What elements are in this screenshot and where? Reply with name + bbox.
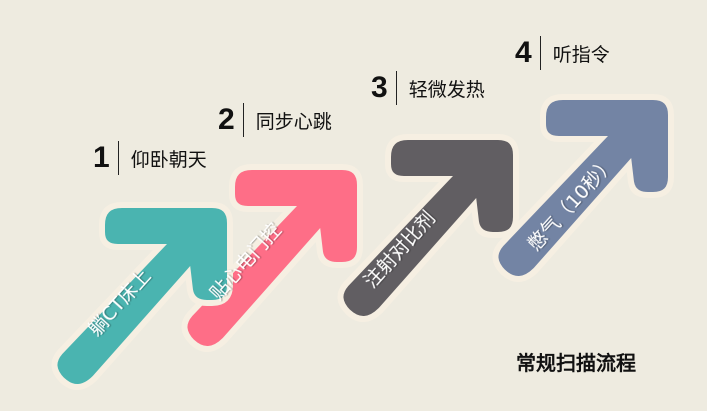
divider: [117, 141, 119, 175]
divider: [539, 36, 541, 70]
arrow-step-1: [54, 205, 230, 387]
divider: [395, 71, 397, 105]
step-label-text: 同步心跳: [255, 110, 332, 133]
diagram-title: 常规扫描流程: [516, 351, 636, 375]
step-number: 1: [93, 141, 110, 174]
step-number: 3: [371, 71, 388, 104]
step-number: 4: [515, 36, 532, 69]
divider: [242, 103, 244, 137]
step-label-1: 1 仰卧朝天: [93, 138, 207, 178]
step-label-2: 2 同步心跳: [218, 100, 332, 140]
step-label-3: 3 轻微发热: [371, 68, 485, 108]
step-label-text: 仰卧朝天: [130, 148, 207, 171]
step-number: 2: [218, 103, 235, 136]
step-label-text: 听指令: [552, 43, 610, 66]
step-label-text: 轻微发热: [408, 78, 485, 101]
step-label-4: 4 听指令: [515, 33, 610, 73]
